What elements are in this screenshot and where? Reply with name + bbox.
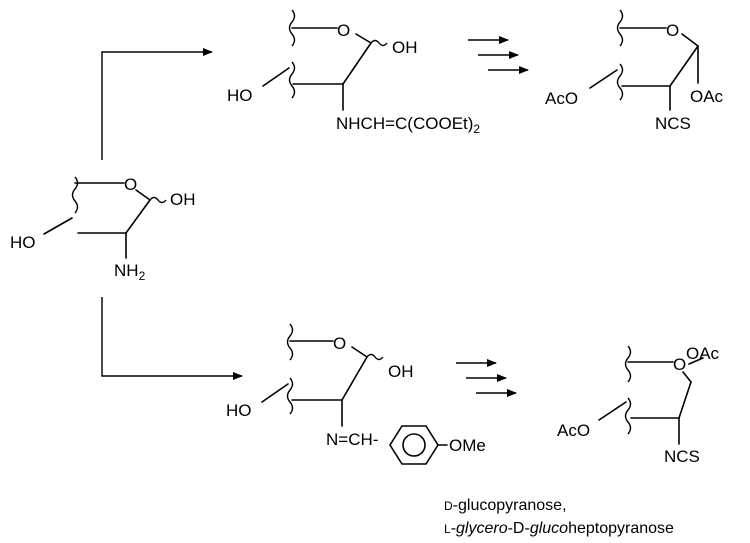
anomeric-hydroxyl: OH <box>388 362 414 381</box>
wavy-bond <box>616 63 624 101</box>
benzene-ring <box>389 425 439 465</box>
anomeric-hydroxyl: OH <box>170 190 196 209</box>
multistep-arrows-top <box>468 36 529 74</box>
bond <box>341 356 368 401</box>
ring-oxygen: O <box>124 175 137 194</box>
bottom-intermediate: O OH HO N=CH- OMe <box>226 323 486 465</box>
bond <box>682 371 692 383</box>
anomeric-hydroxyl: OH <box>392 38 418 57</box>
top-intermediate: O OH HO NHCH=C(COOEt)2 <box>227 9 480 136</box>
hydroxyl-label: HO <box>227 86 253 105</box>
caption-line-2: L-glycero-D-glucoheptopyranose <box>444 520 674 537</box>
wavy-bond <box>288 9 296 47</box>
bond <box>342 42 372 85</box>
amine-label: NH2 <box>114 261 146 283</box>
bond <box>355 33 372 44</box>
methoxy-label: OMe <box>449 436 486 455</box>
wavy-bond <box>624 345 632 383</box>
wavy-bond <box>616 9 624 47</box>
wavy-bond <box>149 196 167 204</box>
wavy-bond <box>370 39 388 47</box>
bond <box>688 357 704 365</box>
wavy-bond <box>366 353 384 361</box>
bond <box>681 33 699 47</box>
multistep-arrows-bottom <box>456 359 517 397</box>
imine-label: N=CH- <box>326 430 378 449</box>
ring-oxygen: O <box>673 355 686 374</box>
isothiocyanate-label: NCS <box>655 114 691 133</box>
bond <box>261 383 289 403</box>
starting-material: O OH HO NH2 <box>10 175 196 283</box>
bond <box>669 45 699 87</box>
caption: D-glucopyranose, L-glycero-D-glucoheptop… <box>444 497 674 537</box>
acetoxy-label: AcO <box>545 89 578 108</box>
bottom-product: O OAc AcO NCS <box>557 344 720 466</box>
top-product: O AcO OAc NCS <box>545 9 724 133</box>
bond <box>678 381 692 419</box>
caption-line-1: D-glucopyranose, <box>444 497 567 514</box>
bond <box>135 189 151 201</box>
hydroxyl-label: HO <box>226 401 252 420</box>
wavy-bond <box>624 397 632 435</box>
hydroxyl-label: HO <box>10 233 36 252</box>
ring-oxygen: O <box>337 21 350 40</box>
bond <box>43 217 73 235</box>
bond <box>598 401 627 421</box>
anomeric-acetoxy: OAc <box>690 87 724 106</box>
bond <box>589 69 618 89</box>
wavy-bond <box>286 323 294 361</box>
upper-branch-arrow <box>101 48 213 160</box>
anomeric-acetoxy: OAc <box>686 344 720 363</box>
bond <box>262 67 290 87</box>
wavy-bond <box>288 61 296 99</box>
bond <box>351 346 368 358</box>
acetoxy-label: AcO <box>557 421 590 440</box>
bond <box>125 199 151 234</box>
ring-oxygen: O <box>333 334 346 353</box>
isothiocyanate-label: NCS <box>664 447 700 466</box>
lower-branch-arrow <box>101 297 243 380</box>
aromatic-circle <box>402 433 426 457</box>
wavy-bond <box>286 377 294 415</box>
enamine-substituent: NHCH=C(COOEt)2 <box>336 114 480 136</box>
ring-oxygen: O <box>666 21 679 40</box>
